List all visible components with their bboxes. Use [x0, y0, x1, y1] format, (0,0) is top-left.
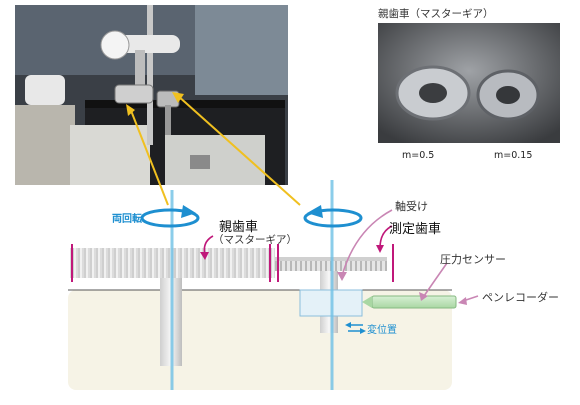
apparatus-photo-drawing	[15, 5, 288, 185]
pen-recorder-label: ペンレコーダー	[482, 291, 559, 304]
rotation-label: 両回転	[112, 214, 142, 225]
displacement-label: 変位置	[367, 325, 397, 336]
master-gears-photo	[378, 23, 560, 143]
apparatus-photo	[15, 5, 288, 185]
measured-gear-label: 測定歯車	[389, 222, 442, 237]
yellow-pointer-master	[129, 107, 169, 206]
measured-rotation-icon	[303, 208, 363, 228]
bearing-label: 軸受け	[395, 200, 428, 213]
sensor-tip	[362, 296, 372, 308]
bearing-pointer	[341, 209, 393, 277]
pressure-sensor-pointer	[423, 262, 448, 297]
pressure-sensor-label: 圧力センサー	[440, 253, 506, 266]
gear-caption-m015: m=0.15	[494, 150, 533, 161]
pressure-sensor	[371, 295, 457, 309]
master-gear-sub-label: （マスターギア）	[213, 234, 297, 246]
yellow-pointer-measured	[176, 94, 301, 206]
master-rotation-icon	[140, 208, 200, 228]
master-gears-photo-drawing	[378, 23, 560, 143]
master-gear-label: 親歯車	[219, 220, 259, 235]
master-gear-photo-title: 親歯車（マスターギア）	[378, 8, 494, 20]
gear-caption-m05: m=0.5	[402, 150, 435, 161]
